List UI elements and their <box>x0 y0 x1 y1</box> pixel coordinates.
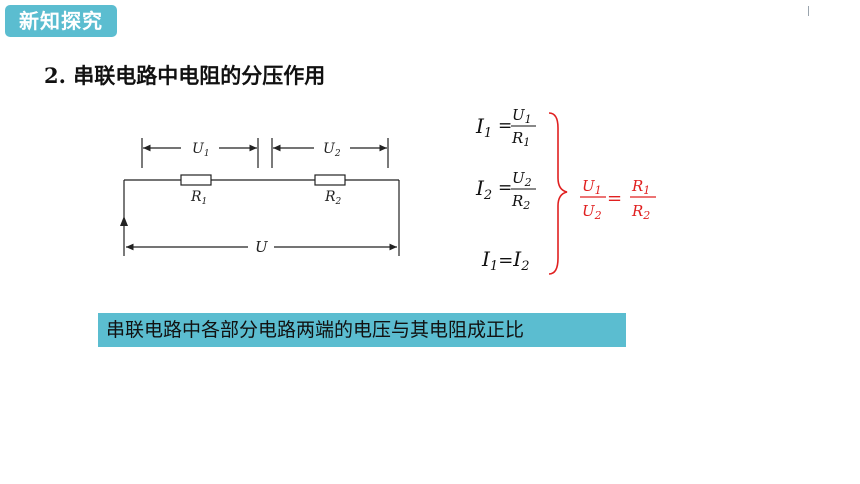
result-equals: = <box>607 188 622 209</box>
formula-3: I1=I2 <box>481 247 529 274</box>
corner-divider <box>808 6 809 16</box>
f2-denominator: R2 <box>511 192 530 212</box>
label-r1: R1 <box>190 189 207 207</box>
label-u1: U1 <box>192 141 210 159</box>
formula-2: I2 = U2 R2 <box>475 169 536 212</box>
f1-denominator: R1 <box>511 129 530 149</box>
result-num-right: R1 <box>631 177 650 197</box>
label-u2: U2 <box>323 141 341 159</box>
f2-equals: = <box>498 178 512 198</box>
result-den-left: U2 <box>582 202 602 222</box>
left-arrowhead-icon <box>120 216 128 226</box>
f1-numerator: U1 <box>512 106 532 126</box>
heading-number: 2. <box>44 63 66 88</box>
circuit-diagram <box>123 138 400 256</box>
f2-numerator: U2 <box>512 169 532 189</box>
f2-left: I2 <box>475 176 492 203</box>
section-heading: 2. 串联电路中电阻的分压作用 <box>44 60 325 90</box>
result-num-left: U1 <box>582 177 602 197</box>
result-den-right: R2 <box>631 202 650 222</box>
result-formula: U1 U2 = R1 R2 <box>580 177 656 222</box>
resistor-r1 <box>180 174 212 186</box>
f1-left: I1 <box>475 114 492 141</box>
conclusion-banner: 串联电路中各部分电路两端的电压与其电阻成正比 <box>98 313 626 347</box>
resistor-r2 <box>314 174 346 186</box>
formula-1: I1 = U1 R1 <box>475 106 536 149</box>
heading-text: 串联电路中电阻的分压作用 <box>73 64 326 88</box>
section-tag: 新知探究 <box>5 5 117 37</box>
f1-equals: = <box>498 116 512 136</box>
right-brace <box>548 112 568 275</box>
label-r2: R2 <box>324 189 342 207</box>
label-u-total: U <box>255 238 269 256</box>
